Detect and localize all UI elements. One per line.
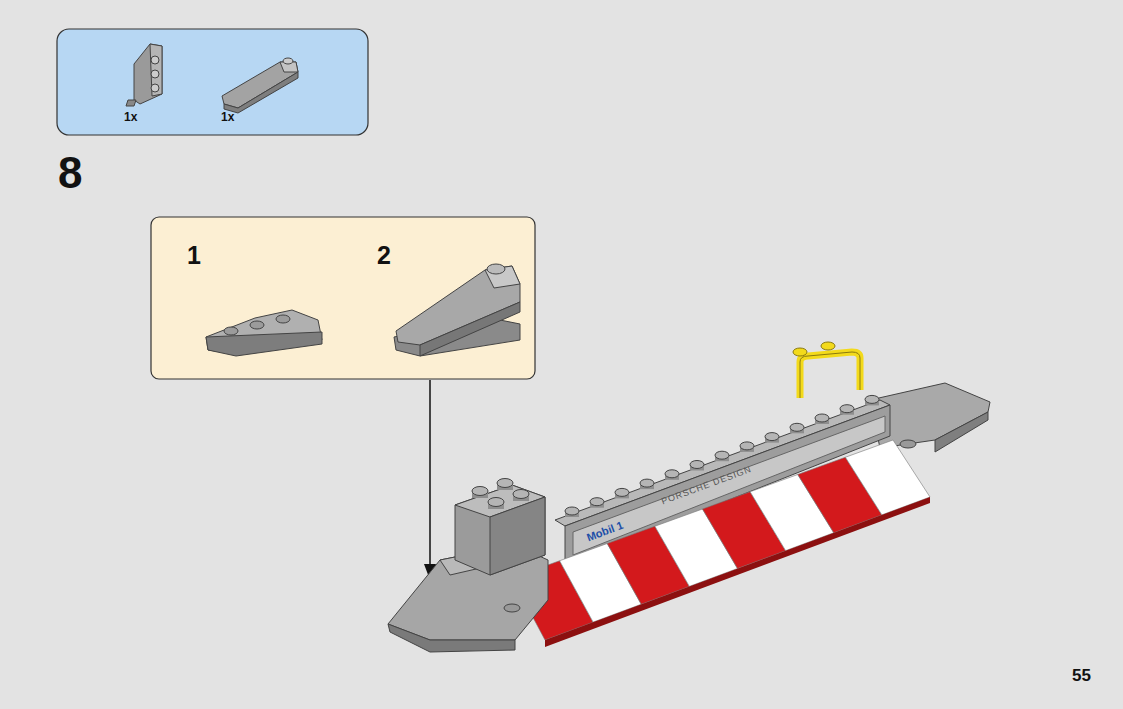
curb-edge — [545, 497, 930, 647]
wedge-brick-icon — [222, 58, 298, 113]
wedge-plate-icon — [126, 44, 162, 106]
stud — [472, 487, 488, 496]
subassembly-panel — [151, 217, 535, 379]
stud — [690, 461, 704, 469]
stud — [815, 414, 829, 422]
page-number: 55 — [1072, 666, 1091, 686]
step1-wedge-plate — [206, 310, 322, 356]
stud — [565, 507, 579, 515]
stud — [640, 479, 654, 487]
stud — [497, 479, 513, 488]
substep-number: 2 — [377, 241, 391, 270]
stud — [865, 395, 879, 403]
stud — [590, 498, 604, 506]
stud — [513, 490, 529, 499]
parts-panel — [57, 29, 368, 135]
parts-list-panel: 1x 1x — [57, 29, 368, 135]
stud — [665, 470, 679, 478]
stud — [840, 405, 854, 413]
step2-wedge-assembly — [394, 264, 520, 356]
step-number: 8 — [58, 148, 82, 198]
stud — [790, 423, 804, 431]
leader-arrow — [429, 380, 431, 576]
stud — [765, 433, 779, 441]
part-quantity: 1x — [124, 110, 137, 124]
stud — [488, 498, 504, 507]
stud — [715, 451, 729, 459]
stud — [615, 488, 629, 496]
part-quantity: 1x — [221, 110, 234, 124]
substep-number: 1 — [187, 241, 201, 270]
barrier-model — [388, 342, 990, 652]
subassembly-panel: 12 — [151, 217, 535, 379]
stud — [740, 442, 754, 450]
